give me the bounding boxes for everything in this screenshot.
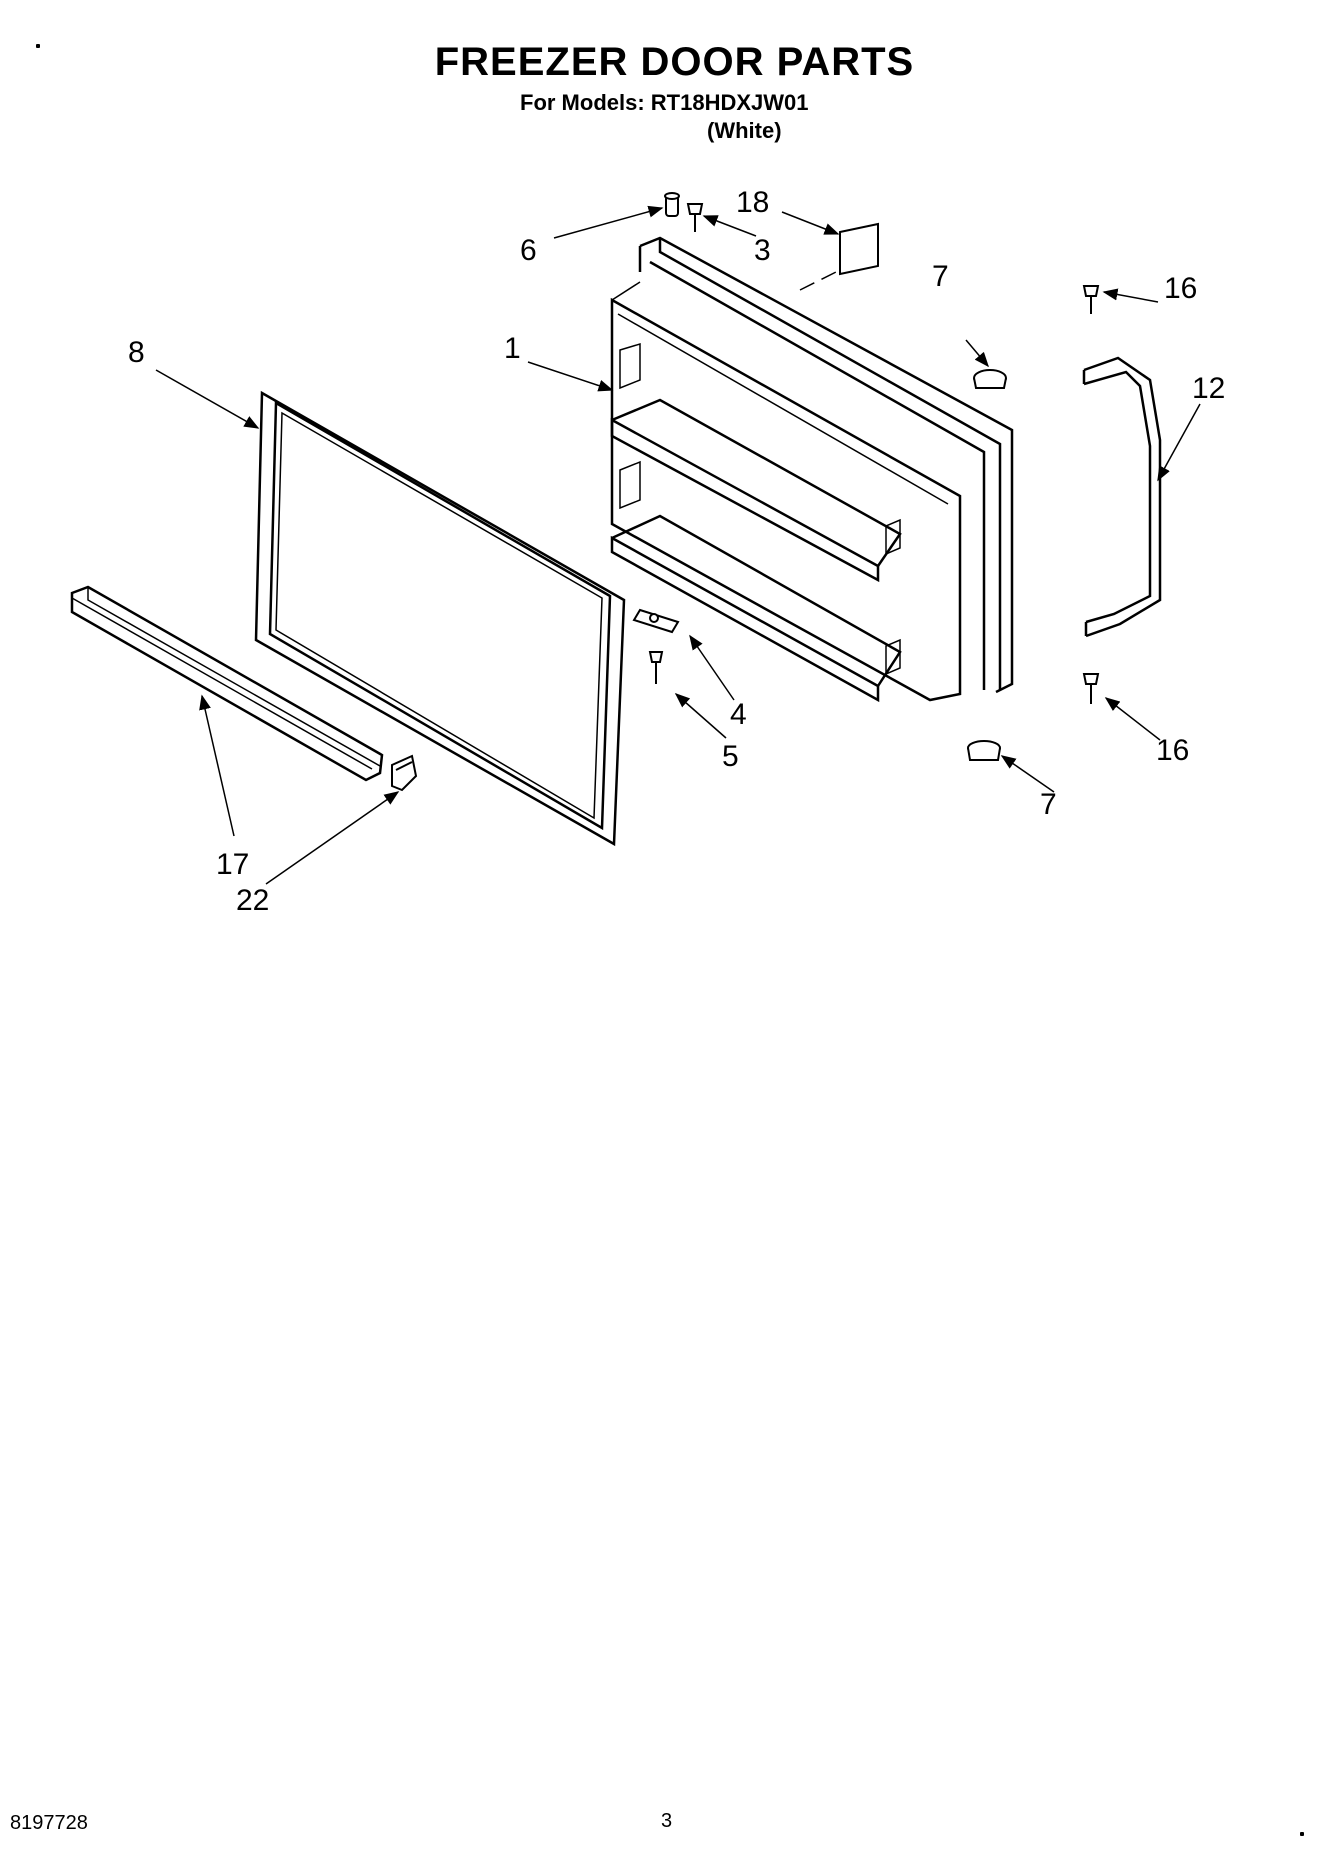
hinge-screw-part xyxy=(648,651,664,684)
hinge-cap-top-part xyxy=(973,369,1007,389)
door-stop-plug-part xyxy=(664,192,680,217)
document-number: 8197728 xyxy=(10,1812,88,1834)
callout-6: 6 xyxy=(520,234,537,267)
callout-17: 17 xyxy=(216,848,249,881)
leader-lines xyxy=(155,205,1201,885)
callout-18: 18 xyxy=(736,186,769,219)
handle-screw-bottom-part xyxy=(1082,673,1100,704)
callout-16-bottom: 16 xyxy=(1156,734,1189,767)
callout-7-bottom: 7 xyxy=(1040,788,1057,821)
strip-clip-part xyxy=(391,754,418,792)
callout-5: 5 xyxy=(722,740,739,773)
page-number: 3 xyxy=(661,1810,673,1832)
callout-8: 8 xyxy=(128,336,145,369)
callout-12: 12 xyxy=(1192,372,1225,405)
callout-1: 1 xyxy=(504,332,521,365)
label-leader xyxy=(799,269,841,291)
top-screw-part xyxy=(686,203,704,232)
page-title: FREEZER DOOR PARTS xyxy=(434,40,915,84)
callout-22: 22 xyxy=(236,884,269,917)
models-line: For Models: RT18HDXJW01 xyxy=(520,90,809,115)
scan-dot-bottom-right xyxy=(1300,1832,1304,1836)
handle-screw-top-part xyxy=(1082,285,1100,314)
breaker-strip-part xyxy=(70,585,384,782)
door-gasket-part xyxy=(254,390,626,847)
callout-16-top: 16 xyxy=(1164,272,1197,305)
callout-3: 3 xyxy=(754,234,771,267)
door-liner-part xyxy=(610,236,1014,703)
callout-7-top: 7 xyxy=(932,260,949,293)
scan-dot-top-left xyxy=(36,44,40,48)
label-part xyxy=(839,222,879,276)
color-variant: (White) xyxy=(707,118,782,143)
callout-4: 4 xyxy=(730,698,747,731)
hinge-cap-bottom-part xyxy=(967,740,1001,761)
door-handle-part xyxy=(1082,356,1162,638)
bottom-hinge-part xyxy=(632,608,680,634)
